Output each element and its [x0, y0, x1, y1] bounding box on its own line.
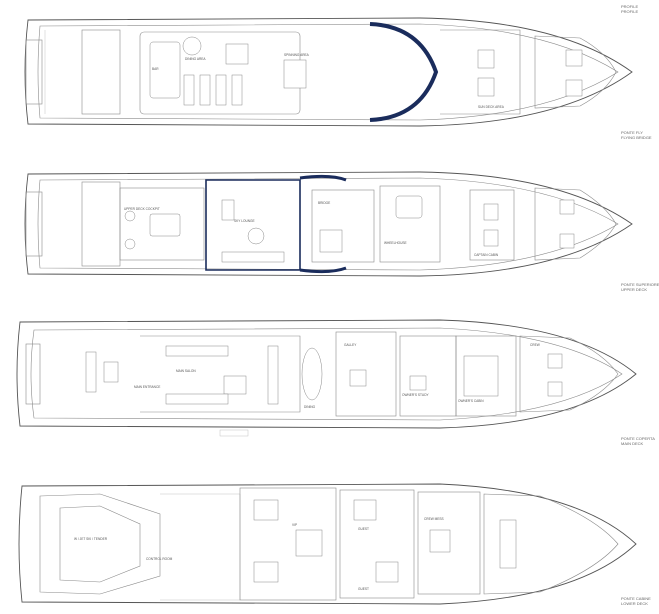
deck-label-line: PONTE FLY: [621, 130, 643, 135]
deck-label-line: FLYING BRIDGE: [621, 135, 652, 140]
deck-label-line: PROFILE: [621, 9, 639, 14]
deck-label-line: PONTE SUPERIORE: [621, 282, 659, 287]
upper-deck-plan: UPPER DECK COCKPIT SKY LOUNGE BRIDGE WHE…: [24, 171, 633, 277]
room-label: OWNER'S CABIN: [458, 399, 484, 403]
room-label: BRIDGE: [318, 201, 330, 205]
room-label: CREW MESS: [424, 517, 444, 521]
flying-bridge-plan: BAR DINING AREA SPINNING AREA SUN DECK A…: [24, 17, 633, 127]
deck-label-profile: PROFILE PROFILE: [621, 4, 655, 14]
deck-label-line: LOWER DECK: [621, 601, 648, 606]
deck-label-flying-bridge: PONTE FLY FLYING BRIDGE: [621, 130, 655, 140]
room-label: VIP: [292, 523, 297, 527]
deck-label-line: UPPER DECK: [621, 287, 648, 292]
deck-label-line: PONTE CABINE: [621, 596, 651, 601]
room-label: UPPER DECK COCKPIT: [124, 207, 160, 211]
room-label: MAIN SALON: [176, 369, 196, 373]
room-label: SPINNING AREA: [284, 53, 310, 57]
main-deck-plan: MAIN ENTRANCE MAIN SALON DINING GALLEY O…: [16, 319, 637, 437]
room-label: WHEELHOUSE: [384, 241, 407, 245]
room-label: GUEST: [358, 587, 369, 591]
deck-label-line: PONTE COPERTA: [621, 436, 655, 441]
room-label: SKY LOUNGE: [234, 219, 255, 223]
room-label: CONTROL ROOM: [146, 557, 173, 561]
room-label: BAR: [152, 67, 159, 71]
deck-label-main-deck: PONTE COPERTA MAIN DECK: [621, 436, 655, 446]
room-label: CREW: [530, 343, 540, 347]
deck-label-line: MAIN DECK: [621, 441, 644, 446]
room-label: DINING: [304, 405, 316, 409]
room-label: SUN DECK AREA: [478, 105, 505, 109]
room-label: OWNER'S STUDY: [402, 393, 430, 397]
lower-deck-plan: W / JET SKI / TENDER CONTROL ROOM VIP GU…: [18, 483, 637, 605]
room-label: DINING AREA: [185, 57, 206, 61]
room-label: W / JET SKI / TENDER: [74, 537, 108, 541]
room-label: MAIN ENTRANCE: [134, 385, 160, 389]
deck-label-line: PROFILE: [621, 4, 639, 9]
room-label: CAPTAIN CABIN: [474, 253, 499, 257]
room-label: GALLEY: [344, 343, 357, 347]
deck-label-lower-deck: PONTE CABINE LOWER DECK: [621, 596, 655, 606]
deck-label-upper-deck: PONTE SUPERIORE UPPER DECK: [621, 282, 659, 292]
room-label: GUEST: [358, 527, 369, 531]
